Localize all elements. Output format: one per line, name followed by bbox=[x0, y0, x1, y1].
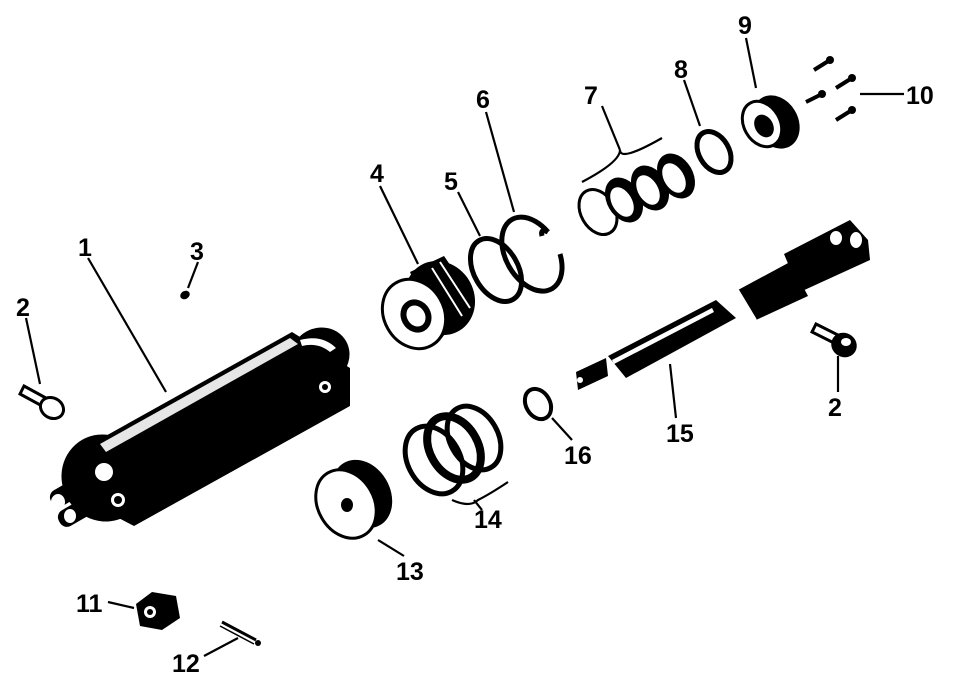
part-3-grease-fitting bbox=[180, 290, 190, 300]
part-6-snap-ring bbox=[499, 214, 565, 294]
part-2-clevis-pin-right bbox=[809, 321, 857, 358]
callout-5: 5 bbox=[444, 168, 458, 196]
part-1-cylinder-barrel bbox=[49, 327, 350, 527]
callout-12: 12 bbox=[172, 650, 200, 678]
part-4-piston bbox=[380, 256, 476, 351]
part-5-o-ring bbox=[467, 236, 525, 304]
callout-6: 6 bbox=[476, 86, 490, 114]
callout-10: 10 bbox=[906, 82, 934, 110]
callout-16: 16 bbox=[564, 442, 592, 470]
callout-13: 13 bbox=[396, 558, 424, 586]
part-10-screws bbox=[805, 56, 856, 122]
leader-lines bbox=[24, 37, 904, 657]
part-13-piston-head bbox=[314, 459, 393, 540]
callout-3: 3 bbox=[190, 238, 204, 266]
part-16-washer bbox=[522, 386, 554, 422]
callout-4: 4 bbox=[370, 160, 384, 188]
callout-1: 1 bbox=[78, 234, 92, 262]
part-11-castle-nut bbox=[136, 592, 180, 630]
callout-11: 11 bbox=[76, 590, 103, 618]
callout-2-left: 2 bbox=[16, 294, 30, 322]
callout-9: 9 bbox=[738, 12, 752, 40]
callout-14: 14 bbox=[474, 506, 502, 534]
callout-labels: 1 2 3 4 5 6 7 8 9 10 11 12 13 14 15 16 2 bbox=[16, 12, 934, 678]
part-12-cotter-pin bbox=[219, 620, 261, 646]
part-14-packing-rings bbox=[402, 403, 504, 497]
callout-15: 15 bbox=[666, 420, 694, 448]
part-15-piston-rod bbox=[576, 220, 870, 390]
part-9-retainer bbox=[740, 95, 800, 149]
callout-7: 7 bbox=[584, 82, 598, 110]
callout-8: 8 bbox=[674, 56, 688, 84]
part-7-packing-set bbox=[577, 153, 695, 236]
callout-2-right: 2 bbox=[828, 394, 842, 422]
part-2-clevis-pin-left bbox=[18, 383, 66, 421]
part-8-washer bbox=[694, 129, 734, 175]
